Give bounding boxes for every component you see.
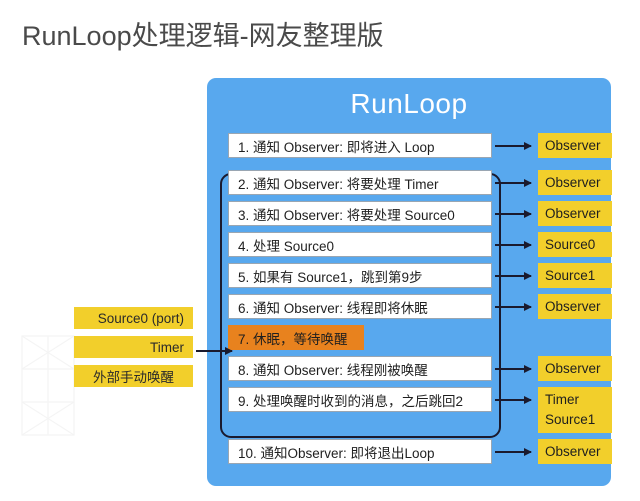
status-badge: Observer (538, 170, 612, 195)
status-badge: Observer (538, 356, 612, 381)
table-row: 10. 通知Observer: 即将退出Loop Observer (228, 439, 612, 464)
step-label: 1. 通知 Observer: 即将进入 Loop (228, 133, 492, 158)
step-arrow-icon (495, 302, 532, 311)
status-badge-line: Source1 (545, 412, 596, 427)
step-arrow-icon (495, 395, 532, 404)
runloop-step-list: 1. 通知 Observer: 即将进入 Loop Observer 2. 通知… (228, 133, 612, 470)
step-label: 8. 通知 Observer: 线程刚被唤醒 (228, 356, 492, 381)
runloop-container: RunLoop 1. 通知 Observer: 即将进入 Loop Observ… (207, 78, 612, 486)
step-arrow-icon (495, 178, 532, 187)
status-badge: Source0 (538, 232, 612, 257)
table-row: 9. 处理唤醒时收到的消息，之后跳回2 Timer Source1 (228, 387, 612, 433)
runloop-title: RunLoop (350, 88, 468, 119)
table-row: 6. 通知 Observer: 线程即将休眠 Observer (228, 294, 612, 319)
left-source-stack: Source0 (port) Timer 外部手动唤醒 (74, 307, 193, 387)
left-source-source0-port: Source0 (port) (74, 307, 193, 329)
table-row: 4. 处理 Source0 Source0 (228, 232, 612, 257)
step-label: 5. 如果有 Source1，跳到第9步 (228, 263, 492, 288)
step-label-highlighted: 7. 休眠，等待唤醒 (228, 325, 364, 350)
step-label: 6. 通知 Observer: 线程即将休眠 (228, 294, 492, 319)
status-badge-line: Timer (545, 392, 579, 408)
table-row: 8. 通知 Observer: 线程刚被唤醒 Observer (228, 356, 612, 381)
step-label: 4. 处理 Source0 (228, 232, 492, 257)
status-badge: Observer (538, 133, 612, 158)
left-source-label: 外部手动唤醒 (93, 370, 174, 385)
table-row: 1. 通知 Observer: 即将进入 Loop Observer (228, 133, 612, 158)
page-title: RunLoop处理逻辑-网友整理版 (22, 21, 384, 51)
step-label: 10. 通知Observer: 即将退出Loop (228, 439, 492, 464)
left-source-manual-wake: 外部手动唤醒 (74, 365, 193, 387)
table-row: 7. 休眠，等待唤醒 (228, 325, 598, 350)
step-label: 9. 处理唤醒时收到的消息，之后跳回2 (228, 387, 492, 412)
timer-to-sleep-arrow (196, 346, 233, 355)
status-badge: Observer (538, 439, 612, 464)
step-arrow-icon (495, 364, 532, 373)
step-arrow-icon (495, 271, 532, 280)
status-badge: Timer Source1 (538, 387, 612, 433)
step-label: 3. 通知 Observer: 将要处理 Source0 (228, 201, 492, 226)
table-row: 3. 通知 Observer: 将要处理 Source0 Observer (228, 201, 612, 226)
step-arrow-icon (495, 141, 532, 150)
step-arrow-icon (495, 447, 532, 456)
left-source-timer: Timer (74, 336, 193, 358)
table-row: 2. 通知 Observer: 将要处理 Timer Observer (228, 170, 612, 195)
step-arrow-icon (495, 209, 532, 218)
left-source-label: Source0 (port) (97, 310, 184, 326)
step-label: 2. 通知 Observer: 将要处理 Timer (228, 170, 492, 195)
status-badge: Source1 (538, 263, 612, 288)
status-badge: Observer (538, 201, 612, 226)
step-arrow-icon (495, 240, 532, 249)
table-row: 5. 如果有 Source1，跳到第9步 Source1 (228, 263, 612, 288)
status-badge: Observer (538, 294, 612, 319)
left-source-label: Timer (150, 339, 184, 355)
